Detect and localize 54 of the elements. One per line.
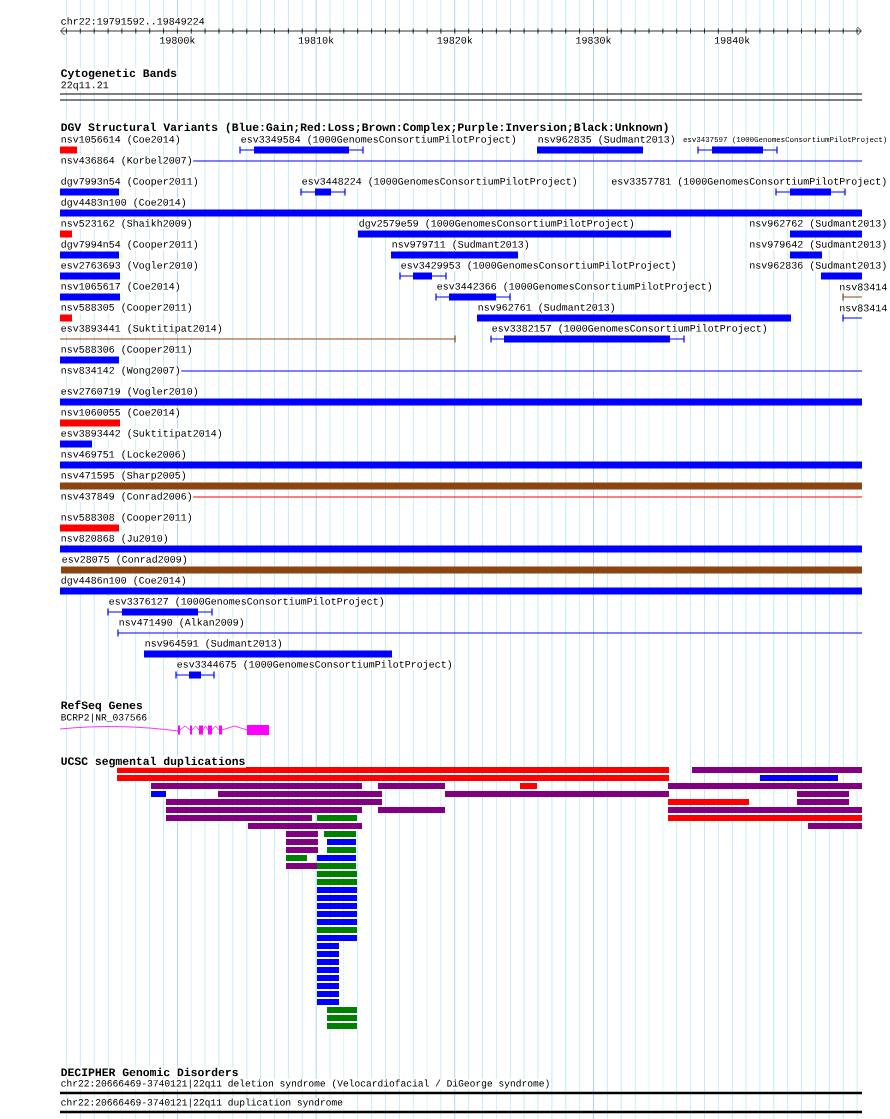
variant-label: nsv436864 (Korbel2007) [60, 155, 194, 167]
variant-label: nsv437849 (Conrad2006) [60, 491, 194, 503]
variant-label: esv3349584 (1000GenomesConsortiumPilotProject) [240, 134, 518, 146]
variant-label: nsv588305 (Cooper2011) [60, 302, 194, 314]
variant-label: dgv7994n54 (Cooper2011) [60, 239, 200, 251]
variant-label: nsv1056614 (Coe2014) [60, 134, 182, 146]
variant-label: esv2763693 (Vogler2010) [60, 260, 200, 272]
variant-label: nsv471490 (Alkan2009) [118, 617, 246, 629]
variant-label: nsv83414 [838, 283, 888, 291]
disorder-label: chr22:20666469-3740121|22q11 duplication syndrome [60, 1098, 344, 1108]
variant-label: nsv962761 (Sudmant2013) [477, 302, 617, 314]
track-title: UCSC segmental duplications [60, 756, 246, 768]
tick-label: 19830k [575, 35, 612, 45]
variant-label: nsv469751 (Locke2006) [60, 449, 188, 461]
variant-label: dgv7993n54 (Cooper2011) [60, 176, 200, 188]
variant-label: esv3382157 (1000GenomesConsortiumPilotProject) [491, 323, 769, 335]
variant-label: nsv962762 (Sudmant2013) [748, 218, 888, 230]
variant-label: nsv471595 (Sharp2005) [60, 470, 188, 482]
variant-label: esv2760719 (Vogler2010) [60, 386, 200, 398]
band-label: 22q11.21 [60, 81, 110, 91]
variant-label: dgv4486n100 (Coe2014) [60, 575, 188, 587]
variant-label: nsv979711 (Sudmant2013) [391, 239, 531, 251]
variant-label: nsv588306 (Cooper2011) [60, 344, 194, 356]
variant-label: esv3376127 (1000GenomesConsortiumPilotProject) [108, 596, 386, 608]
position-label: chr22:19791592..19849224 [60, 16, 206, 26]
variant-label: nsv962836 (Sudmant2013) [748, 260, 888, 272]
track-title: DECIPHER Genomic Disorders [60, 1067, 240, 1077]
variant-label: dgv4483n100 (Coe2014) [60, 197, 188, 209]
variant-label: dgv2579e59 (1000GenomesConsortiumPilotProject) [358, 218, 636, 230]
variant-label: esv3448224 (1000GenomesConsortiumPilotProject) [301, 176, 579, 188]
variant-label: esv28075 (Conrad2009) [61, 554, 189, 566]
variant-label: nsv588308 (Cooper2011) [60, 512, 194, 524]
variant-label: nsv964591 (Sudmant2013) [144, 638, 284, 650]
gene-label: BCRP2|NR_037566 [60, 713, 148, 723]
variant-label: nsv523162 (Shaikh2009) [60, 218, 194, 230]
tick-label: 19840k [713, 35, 751, 45]
variant-label: nsv979642 (Sudmant2013) [748, 239, 888, 251]
tick-label: 19820k [436, 35, 474, 45]
variant-label: esv3893441 (Suktitipat2014) [60, 323, 224, 335]
variant-label: esv3442366 (1000GenomesConsortiumPilotProject) [436, 281, 714, 293]
track-title: RefSeq Genes [60, 700, 144, 712]
variant-label: nsv1065617 (Coe2014) [60, 281, 182, 293]
variant-label: nsv83414 [838, 304, 888, 312]
tick-label: 19810k [297, 35, 335, 45]
variant-label: nsv1060055 (Coe2014) [60, 407, 182, 419]
tick-label: 19800k [158, 35, 196, 45]
variant-label: esv3429953 (1000GenomesConsortiumPilotProject) [400, 260, 678, 272]
variant-label: nsv834142 (Wong2007) [60, 365, 182, 377]
variant-label: esv3344675 (1000GenomesConsortiumPilotProject) [176, 659, 454, 671]
variant-label: esv3893442 (Suktitipat2014) [60, 428, 224, 440]
variant-label: nsv820868 (Ju2010) [60, 533, 170, 545]
variant-label: nsv962835 (Sudmant2013) [537, 134, 677, 146]
disorder-label: chr22:20666469-3740121|22q11 deletion syndrome (Velocardiofacial / DiGeorge syndrome) [60, 1079, 551, 1089]
variant-label: esv3357781 (1000GenomesConsortiumPilotProject) [610, 176, 888, 188]
